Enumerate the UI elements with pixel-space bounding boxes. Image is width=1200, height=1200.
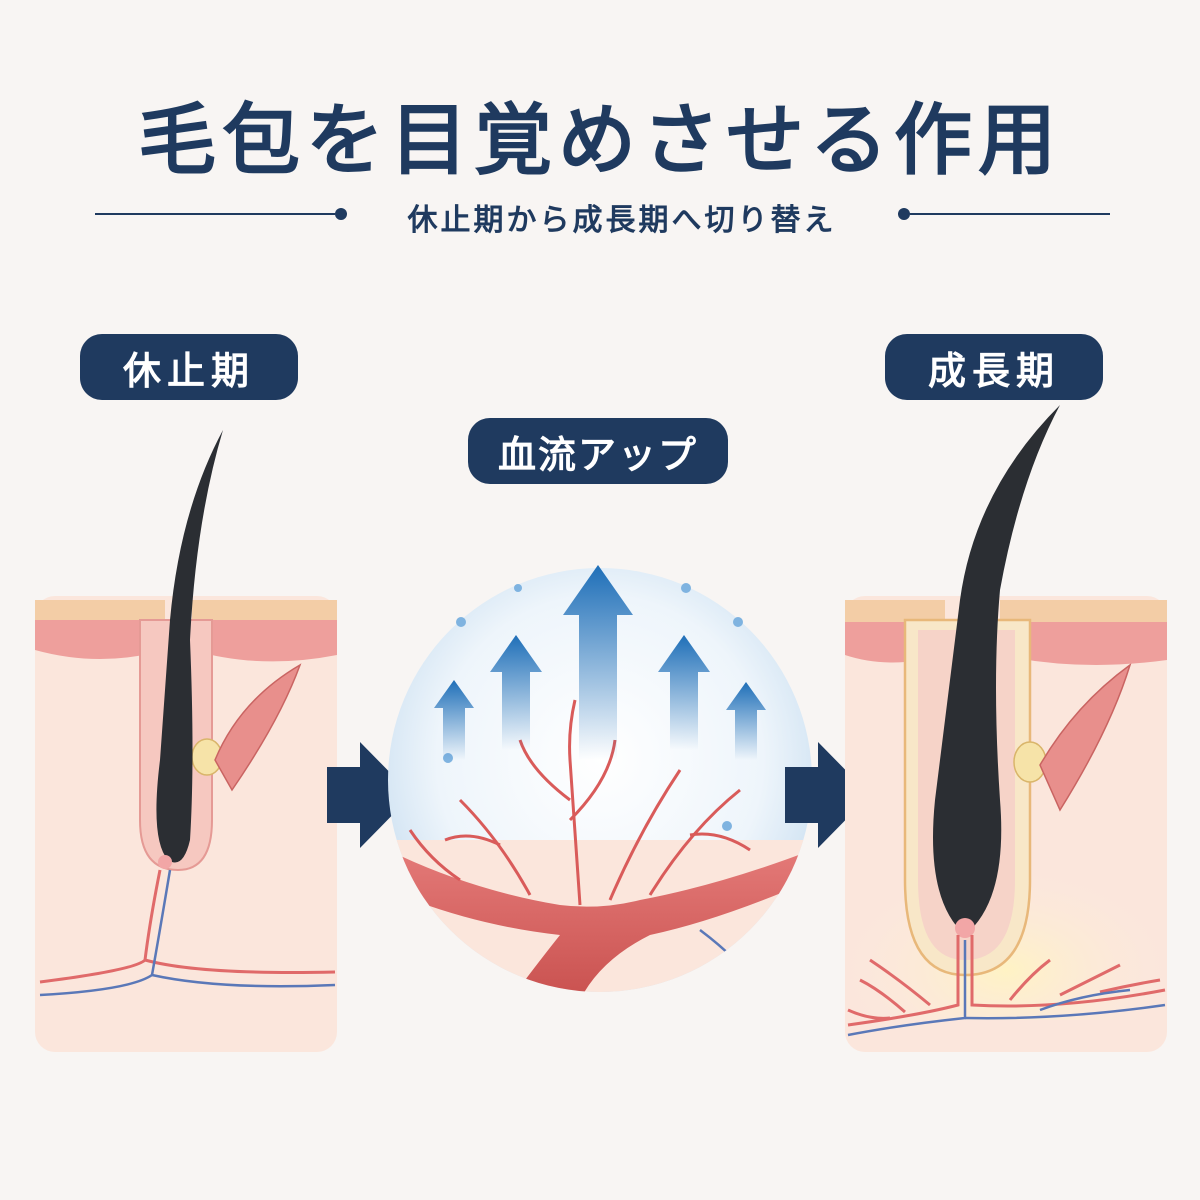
up-arrow-icon-2 [490, 635, 542, 750]
up-arrow-icon-1 [563, 565, 633, 760]
page-subtitle: 休止期から成長期へ切り替え [407, 203, 837, 238]
divider-dot-right [898, 208, 910, 220]
divider-left [95, 213, 335, 215]
stage-label-growth: 成長期 [885, 334, 1103, 400]
up-arrow-icon-3 [658, 635, 710, 750]
flow-bubble [388, 565, 812, 992]
up-arrow-icon-4 [434, 680, 474, 760]
arrow-right-icon-1 [327, 742, 412, 848]
divider-right [910, 213, 1110, 215]
up-arrow-icon-5 [726, 682, 766, 760]
stage-label-blood-flow: 血流アップ [468, 418, 728, 484]
page-title: 毛包を目覚めさせる作用 [137, 96, 1062, 186]
stage-label-rest: 休止期 [80, 334, 298, 400]
up-arrows [434, 565, 766, 760]
arrow-right-icon-2 [785, 742, 870, 848]
subtitle-row: 休止期から成長期へ切り替え [95, 193, 1110, 238]
divider-dot-left [335, 208, 347, 220]
rest-panel [35, 430, 337, 1052]
growth-panel [845, 405, 1167, 1052]
